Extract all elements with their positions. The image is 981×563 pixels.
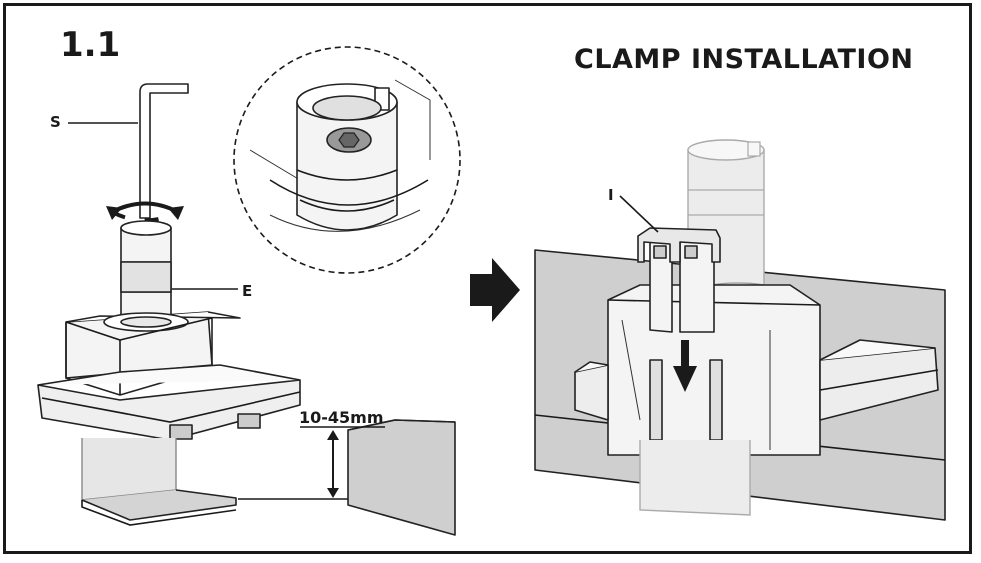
detail-magnifier — [233, 46, 461, 274]
clamp — [81, 438, 237, 526]
page-title: CLAMP INSTALLATION — [574, 44, 914, 75]
pole — [120, 220, 172, 325]
label-hex-key: S — [50, 113, 61, 131]
dimension-indicator — [238, 426, 385, 500]
clamp-faded — [639, 440, 751, 516]
hex-key — [139, 83, 189, 219]
desk-left — [347, 419, 456, 536]
right-arrow-icon — [470, 258, 520, 322]
step-number: 1.1 — [60, 25, 120, 65]
dimension-label: 10-45mm — [299, 408, 384, 427]
cable-cover — [637, 227, 721, 333]
label-cover-leader — [619, 195, 659, 233]
label-cover: I — [608, 186, 614, 204]
mount-base — [37, 311, 301, 441]
label-pole: E — [242, 282, 252, 300]
down-arrow-icon — [673, 340, 697, 392]
